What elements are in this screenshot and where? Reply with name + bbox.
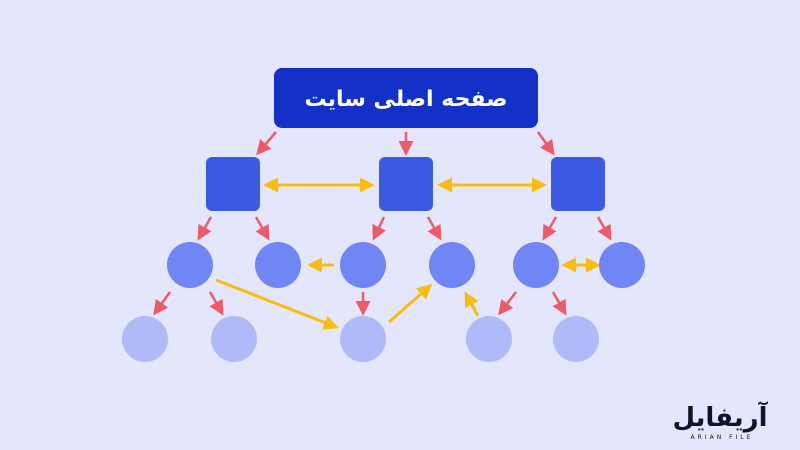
- leaf-node-2: [211, 316, 257, 362]
- level3-nodes: [122, 316, 599, 362]
- leaf-node-1: [122, 316, 168, 362]
- leaf-node-3: [340, 316, 386, 362]
- page-node-1: [206, 157, 260, 211]
- leaf-node-5: [553, 316, 599, 362]
- level1-nodes: [206, 157, 605, 211]
- brand-logo-subtext: ARIAN FILE: [691, 434, 754, 441]
- arrow-page1-to-sub1: [197, 216, 213, 241]
- subpage-node-5: [513, 242, 559, 288]
- arrow-page3-to-sub6: [596, 216, 612, 241]
- subpage-node-3: [340, 242, 386, 288]
- internal-link-arrows: [215, 177, 601, 330]
- link-sub1-to-leaf3: [215, 278, 339, 330]
- arrow-page1-to-sub2: [254, 216, 270, 241]
- subpage-node-6: [599, 242, 645, 288]
- homepage-box: صفحه اصلی سایت: [274, 68, 538, 128]
- level2-nodes: [167, 242, 645, 288]
- arrow-page2-to-sub3: [372, 216, 386, 241]
- hierarchy-arrows: [153, 131, 612, 316]
- homepage-title: صفحه اصلی سایت: [304, 87, 507, 112]
- homepage-box-background: [274, 68, 538, 128]
- subpage-node-4: [429, 242, 475, 288]
- arrow-home-to-page3: [536, 131, 555, 156]
- brand-logo-text: آریفایل: [672, 401, 768, 433]
- leaf-node-4: [466, 316, 512, 362]
- arrow-sub5-to-leaf4: [498, 291, 517, 316]
- brand-logo: آریفایل ARIAN FILE: [672, 401, 768, 441]
- arrow-home-to-page1: [256, 131, 277, 156]
- page-node-3: [551, 157, 605, 211]
- arrow-page2-to-sub4: [426, 216, 442, 241]
- subpage-node-1: [167, 242, 213, 288]
- page-node-2: [379, 157, 433, 211]
- subpage-node-2: [255, 242, 301, 288]
- arrow-sub1-to-leaf2: [208, 291, 224, 316]
- arrow-sub1-to-leaf1: [153, 291, 172, 316]
- arrow-sub5-to-leaf5: [551, 291, 567, 316]
- link-leaf4-to-sub4: [464, 291, 480, 317]
- link-leaf3-to-sub4: [388, 284, 433, 324]
- arrow-page3-to-sub5: [542, 216, 558, 241]
